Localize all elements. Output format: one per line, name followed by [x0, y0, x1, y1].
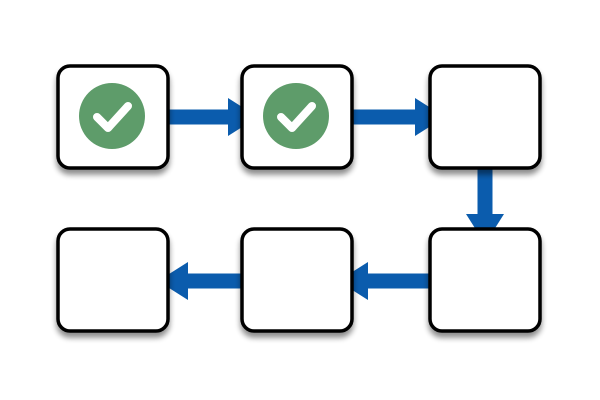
arrow-4-to-5 [338, 262, 430, 300]
checkmark-icon [79, 83, 145, 149]
check-circle [263, 83, 329, 149]
arrow-shape [158, 262, 242, 300]
step-box-frame [428, 64, 542, 170]
arrow-3-to-4 [466, 168, 504, 244]
arrow-5-to-6 [158, 262, 242, 300]
step-box-2 [240, 64, 354, 170]
arrow-shape [466, 168, 504, 244]
boxes-layer [56, 64, 542, 333]
arrows-layer [158, 98, 504, 300]
check-circle [79, 83, 145, 149]
step-box-6 [56, 227, 170, 333]
arrow-shape [338, 262, 430, 300]
arrow-shape [352, 98, 445, 136]
step-box-3 [428, 64, 542, 170]
arrow-2-to-3 [352, 98, 445, 136]
arrow-1-to-2 [168, 98, 258, 136]
checkmark-icon [263, 83, 329, 149]
step-box-frame [428, 227, 542, 333]
step-box-1 [56, 64, 170, 170]
step-box-frame [56, 227, 170, 333]
step-box-frame [240, 227, 354, 333]
arrow-shape [168, 98, 258, 136]
check-mark [93, 102, 132, 132]
check-mark [277, 102, 316, 132]
step-box-5 [240, 227, 354, 333]
step-box-4 [428, 227, 542, 333]
